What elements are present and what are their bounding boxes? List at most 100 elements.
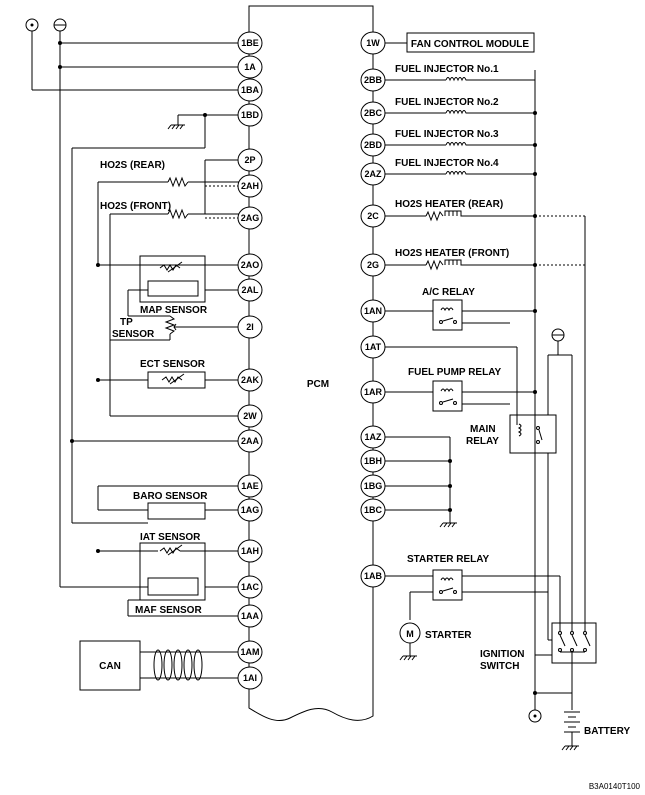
label-maf-sensor: MAF SENSOR <box>135 605 202 616</box>
ac-relay-symbol <box>432 299 463 331</box>
label-tp-sensor: TP <box>120 317 133 328</box>
pin-terminal-left <box>237 640 263 664</box>
left-pin-wires <box>60 66 250 679</box>
pin-terminal-right <box>360 31 386 55</box>
pin-label-2i: 2I <box>246 322 254 332</box>
pin-terminal-left <box>237 31 263 55</box>
pin-terminal-left <box>237 666 263 690</box>
pin-terminal-left <box>237 174 263 198</box>
pin-label-1an: 1AN <box>364 306 382 316</box>
pin-label-1bg: 1BG <box>364 481 383 491</box>
right-pin-wires <box>385 32 586 693</box>
label-can: CAN <box>99 661 121 672</box>
pin-label-1ar: 1AR <box>364 387 383 397</box>
starter-relay-symbol <box>432 569 463 601</box>
pin-terminal-right <box>360 498 386 522</box>
pin-label-1az: 1AZ <box>364 432 382 442</box>
label-ho2s-front: HO2S (FRONT) <box>100 201 171 212</box>
label-baro-sensor: BARO SENSOR <box>133 491 208 502</box>
pin-terminal-right <box>360 449 386 473</box>
wire-1bd-ground <box>71 113 250 524</box>
pin-label-2bd: 2BD <box>364 140 383 150</box>
pin-terminal-left <box>237 604 263 628</box>
pin-terminal-right <box>360 299 386 323</box>
label-ignition-switch-2: SWITCH <box>480 661 519 672</box>
pin-label-2ag: 2AG <box>241 213 260 223</box>
pin-terminal-left <box>237 539 263 563</box>
pin-label-1bh: 1BH <box>364 456 382 466</box>
baro-sensor <box>98 502 206 520</box>
ignition-switch <box>535 600 597 710</box>
label-fuel-injector-1: FUEL INJECTOR No.1 <box>395 64 499 75</box>
ect-sensor <box>147 371 206 389</box>
pin-label-2ah: 2AH <box>241 181 259 191</box>
pin-label-1w: 1W <box>366 38 380 48</box>
pin-terminal-right <box>360 425 386 449</box>
pin-terminal-right <box>360 68 386 92</box>
pin-terminal-left <box>237 368 263 392</box>
pin-terminal-left <box>237 78 263 102</box>
pin-label-2ak: 2AK <box>241 375 260 385</box>
pin-terminal-left <box>237 55 263 79</box>
battery-symbol <box>561 711 580 751</box>
label-starter-relay: STARTER RELAY <box>407 554 490 565</box>
pin-label-1at: 1AT <box>365 342 382 352</box>
pin-terminal-right <box>360 133 386 157</box>
label-ect-sensor: ECT SENSOR <box>140 359 206 370</box>
pin-terminal-left <box>237 474 263 498</box>
pin-label-1ab: 1AB <box>364 571 383 581</box>
ground-symbol <box>528 691 572 723</box>
pin-terminal-left <box>237 575 263 599</box>
ground-symbol <box>53 18 250 588</box>
pin-label-2g: 2G <box>367 260 379 270</box>
pcm-label: PCM <box>307 379 329 390</box>
pin-terminal-left <box>237 429 263 453</box>
ho2s-front-resistor <box>167 208 189 220</box>
pin-label-2aa: 2AA <box>241 436 260 446</box>
pin-label-2bc: 2BC <box>364 108 383 118</box>
pin-label-1ag: 1AG <box>241 505 260 515</box>
label-iat-sensor: IAT SENSOR <box>140 532 201 543</box>
label-tp-sensor-2: SENSOR <box>112 329 155 340</box>
label-battery: BATTERY <box>584 726 630 737</box>
pin-terminal-left <box>237 315 263 339</box>
label-fuel-injector-4: FUEL INJECTOR No.4 <box>395 158 499 169</box>
label-starter: STARTER <box>425 630 472 641</box>
pin-label-2bb: 2BB <box>364 75 383 85</box>
pcm-body: PCM <box>248 5 374 722</box>
fuel-injector-coils <box>445 77 468 176</box>
pin-label-1a: 1A <box>244 62 256 72</box>
label-starter-motor: M <box>406 629 414 639</box>
starter-motor: M <box>399 622 421 661</box>
label-fuel-pump-relay: FUEL PUMP RELAY <box>408 367 501 378</box>
label-ignition-switch: IGNITION <box>480 649 524 660</box>
map-sensor <box>128 255 206 303</box>
pin-label-2w: 2W <box>243 411 257 421</box>
pin-terminal-left <box>237 278 263 302</box>
label-main-relay-2: RELAY <box>466 436 499 447</box>
pin-terminal-left <box>237 148 263 172</box>
pin-terminal-right <box>360 380 386 404</box>
main-relay-symbol <box>517 423 543 444</box>
pin-label-1ac: 1AC <box>241 582 260 592</box>
pin-terminal-right <box>360 335 386 359</box>
pin-label-2p: 2P <box>244 155 255 165</box>
pin-terminal-right <box>360 204 386 228</box>
pin-terminal-left <box>237 498 263 522</box>
pin-label-1bd: 1BD <box>241 110 260 120</box>
right-pin-terminals: 1W2BB2BC2BD2AZ2C2G1AN1AT1AR1AZ1BH1BG1BC1… <box>360 31 386 588</box>
pin-terminal-right <box>360 564 386 588</box>
pin-label-2al: 2AL <box>241 285 259 295</box>
pin-label-2az: 2AZ <box>364 169 382 179</box>
pin-label-1ah: 1AH <box>241 546 259 556</box>
can-module <box>79 640 205 691</box>
ho2s-rear-resistor <box>167 176 189 188</box>
pin-label-1aa: 1AA <box>241 611 260 621</box>
pin-label-1ae: 1AE <box>241 481 259 491</box>
label-ac-relay: A/C RELAY <box>422 287 475 298</box>
pin-terminal-right <box>360 101 386 125</box>
pin-label-2c: 2C <box>367 211 379 221</box>
pin-label-1ai: 1AI <box>243 673 257 683</box>
ground-symbol <box>25 18 250 91</box>
